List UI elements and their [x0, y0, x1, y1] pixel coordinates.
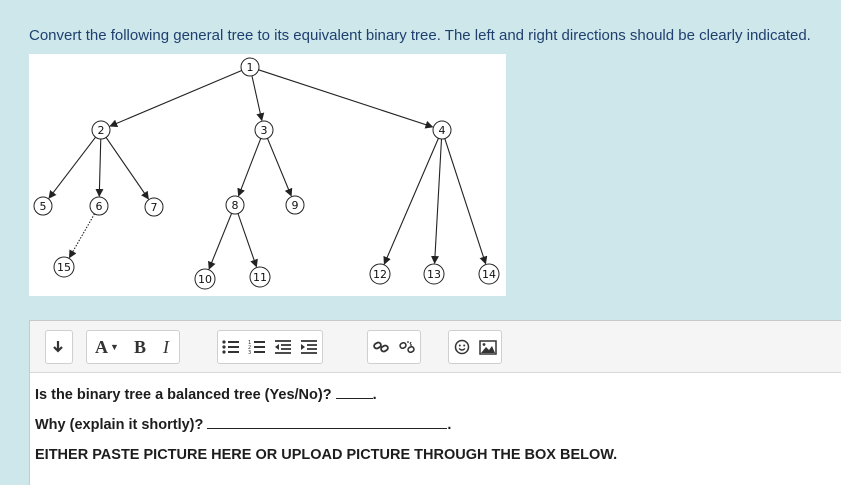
- tree-node-4: 4: [432, 120, 452, 140]
- outdent-icon[interactable]: [270, 332, 296, 362]
- tree-node-label: 5: [40, 200, 47, 213]
- image-icon[interactable]: [475, 332, 501, 362]
- svg-text:1: 1: [248, 340, 251, 346]
- tree-node-label: 8: [232, 199, 239, 212]
- tree-node-label: 11: [253, 271, 267, 284]
- tree-node-label: 3: [261, 124, 268, 137]
- tree-edge-8-11: [237, 213, 258, 268]
- tree-edge-3-9: [266, 138, 293, 197]
- upload-instruction: EITHER PASTE PICTURE HERE OR UPLOAD PICT…: [35, 447, 618, 463]
- tree-edge-1-3: [251, 75, 265, 122]
- tree-node-label: 1: [247, 61, 254, 74]
- bold-button[interactable]: B: [133, 336, 146, 357]
- tree-node-10: 10: [194, 268, 216, 290]
- tree-node-3: 3: [254, 120, 274, 140]
- tree-edge-4-13: [431, 138, 443, 265]
- tree-node-5: 5: [33, 196, 53, 216]
- balanced-question: Is the binary tree a balanced tree (Yes/…: [35, 387, 336, 403]
- caret-down-icon: ▼: [110, 342, 119, 352]
- tree-edge-6-15: [68, 213, 95, 259]
- tree-node-label: 14: [482, 268, 496, 281]
- tree-edge-2-7: [105, 137, 149, 200]
- tree-edge-1-4: [258, 69, 434, 129]
- tree-node-6: 6: [89, 196, 109, 216]
- tree-edge-1-2: [109, 69, 242, 128]
- tree-node-1: 1: [240, 57, 260, 77]
- tree-node-label: 13: [427, 268, 441, 281]
- tree-node-label: 7: [151, 201, 158, 214]
- toolbar-group-media: [448, 330, 502, 364]
- svg-text:2: 2: [248, 345, 251, 351]
- tree-node-label: 9: [292, 199, 299, 212]
- tree-node-label: 15: [57, 261, 71, 274]
- line1-period: .: [372, 387, 377, 403]
- toolbar-group-format: A▼ B I: [86, 330, 180, 364]
- balanced-question-line: Is the binary tree a balanced tree (Yes/…: [35, 387, 377, 403]
- unordered-list-icon[interactable]: [218, 332, 244, 362]
- tree-node-label: 6: [96, 200, 103, 213]
- italic-button[interactable]: I: [163, 336, 169, 357]
- tree-node-13: 13: [423, 263, 445, 285]
- tree-node-9: 9: [285, 195, 305, 215]
- tree-edge-2-5: [48, 136, 96, 199]
- tree-edge-4-14: [444, 138, 488, 265]
- tree-node-14: 14: [478, 263, 500, 285]
- arrow-down-icon[interactable]: [46, 332, 72, 362]
- tree-edge-2-6: [95, 138, 104, 198]
- font-style-dropdown[interactable]: A▼: [87, 332, 127, 362]
- svg-text:3: 3: [248, 350, 251, 354]
- tree-edge-3-8: [237, 138, 262, 197]
- explain-question: Why (explain it shortly)?: [35, 417, 208, 433]
- tree-node-7: 7: [144, 197, 164, 217]
- tree-node-12: 12: [369, 263, 391, 285]
- font-style-label: A: [95, 336, 109, 357]
- tree-node-label: 4: [439, 124, 446, 137]
- answer-blank-1[interactable]: [335, 398, 373, 399]
- tree-node-label: 2: [98, 124, 105, 137]
- unlink-icon[interactable]: [394, 332, 420, 362]
- emoji-icon[interactable]: [449, 332, 475, 362]
- explain-question-line: Why (explain it shortly)? .: [35, 417, 451, 433]
- answer-blank-2[interactable]: [207, 428, 448, 429]
- indent-icon[interactable]: [296, 332, 322, 362]
- line2-period: .: [447, 417, 452, 433]
- tree-node-label: 10: [198, 273, 212, 286]
- toolbar-group-collapse: [45, 330, 73, 364]
- tree-node-label: 12: [373, 268, 387, 281]
- tree-edge-4-12: [383, 138, 439, 265]
- tree-node-2: 2: [91, 120, 111, 140]
- tree-node-11: 11: [249, 266, 271, 288]
- tree-node-15: 15: [53, 256, 75, 278]
- link-icon[interactable]: [368, 332, 394, 362]
- toolbar-group-links: [367, 330, 421, 364]
- tree-node-8: 8: [225, 195, 245, 215]
- question-text: Convert the following general tree to it…: [29, 27, 811, 44]
- tree-edge-8-10: [208, 213, 233, 270]
